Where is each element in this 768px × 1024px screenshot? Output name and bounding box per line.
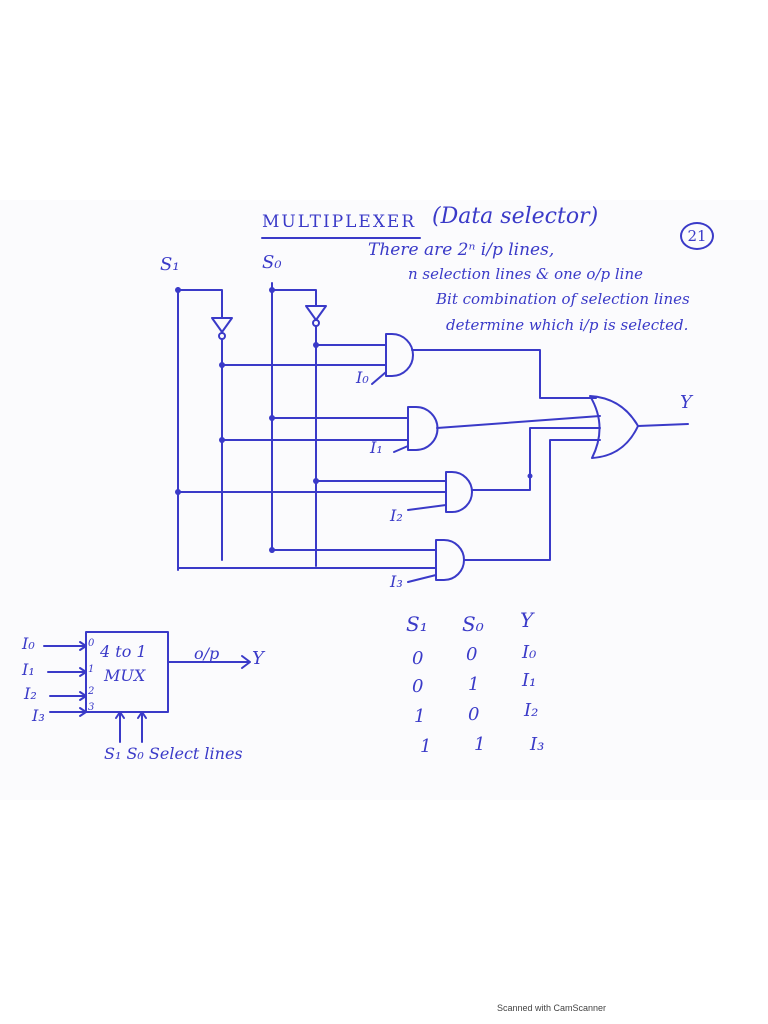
wire-and2-out bbox=[471, 427, 601, 491]
junction-6 bbox=[175, 489, 181, 495]
junction-3 bbox=[269, 415, 275, 421]
mux-block-name: 4 to 1 bbox=[100, 642, 147, 661]
page-title: MULTIPLEXER bbox=[262, 212, 417, 232]
junction-2 bbox=[219, 362, 225, 368]
mux-select-arrow-s0 bbox=[137, 711, 147, 743]
mux-pin-3: 3 bbox=[88, 702, 95, 713]
wire-and0-out bbox=[411, 349, 597, 399]
truth-r2-c1: 0 bbox=[468, 704, 480, 725]
truth-r0-c1: 0 bbox=[466, 644, 478, 665]
page-number: 21 bbox=[680, 222, 714, 250]
wire-and3-i3 bbox=[407, 574, 437, 583]
label-s0: S₀ bbox=[262, 252, 282, 273]
truth-r1-c0: 0 bbox=[412, 676, 424, 697]
label-i0: I₀ bbox=[356, 368, 369, 387]
truth-header-s1: S₁ bbox=[406, 612, 428, 636]
mux-select-arrow-s1 bbox=[115, 711, 125, 743]
wire-s1-branch bbox=[177, 289, 223, 319]
note-line-1: There are 2ⁿ i/p lines, bbox=[368, 240, 555, 260]
mux-output-name: Y bbox=[252, 648, 264, 669]
wire-and2-i2 bbox=[407, 504, 447, 511]
truth-r3-c0: 1 bbox=[420, 736, 432, 757]
and-gate-0 bbox=[385, 333, 414, 377]
truth-r2-c2: I₂ bbox=[524, 700, 539, 721]
junction-1 bbox=[313, 342, 319, 348]
wire-s0-branch bbox=[271, 289, 317, 307]
mux-select-label: S₁ S₀ Select lines bbox=[104, 744, 243, 763]
inverter-s0 bbox=[305, 305, 327, 321]
label-output-y: Y bbox=[680, 392, 692, 413]
label-i1: I₁ bbox=[370, 438, 383, 457]
truth-r1-c2: I₁ bbox=[522, 670, 537, 691]
mux-input-arrow-3 bbox=[49, 707, 87, 717]
mux-pin-0: 0 bbox=[88, 638, 95, 649]
inverter-s1 bbox=[211, 317, 233, 333]
note-line-3: Bit combination of selection lines bbox=[436, 290, 690, 308]
mux-input-arrow-0 bbox=[43, 641, 87, 651]
junction-4 bbox=[219, 437, 225, 443]
mux-label-i2: I₂ bbox=[24, 684, 37, 703]
note-line-2: n selection lines & one o/p line bbox=[408, 265, 644, 283]
mux-block-name2: MUX bbox=[104, 666, 146, 685]
mux-label-i0: I₀ bbox=[22, 634, 35, 653]
truth-r3-c1: 1 bbox=[474, 734, 486, 755]
note-line-4: determine which i/p is selected. bbox=[446, 316, 689, 334]
mux-label-i1: I₁ bbox=[22, 660, 35, 679]
mux-input-arrow-1 bbox=[47, 667, 87, 677]
junction-7 bbox=[269, 547, 275, 553]
and-gate-2 bbox=[445, 471, 473, 513]
mux-output-label: o/p bbox=[194, 644, 220, 663]
and-gate-3 bbox=[435, 539, 465, 581]
junction-s0 bbox=[269, 287, 275, 293]
wire-and3-out bbox=[463, 439, 601, 561]
wire-and1-i1 bbox=[393, 445, 409, 453]
truth-r1-c1: 1 bbox=[468, 674, 480, 695]
truth-header-y: Y bbox=[520, 608, 534, 632]
or-gate bbox=[589, 395, 639, 459]
junction-5 bbox=[313, 478, 319, 484]
and-gate-1 bbox=[407, 406, 439, 451]
wire-and1-out bbox=[436, 415, 601, 429]
label-s1: S₁ bbox=[160, 254, 180, 275]
mux-pin-2: 2 bbox=[88, 686, 95, 697]
paper-sheet bbox=[0, 200, 768, 800]
junction-s1 bbox=[175, 287, 181, 293]
truth-r3-c2: I₃ bbox=[530, 734, 545, 755]
wire-and0-i0 bbox=[371, 371, 387, 385]
truth-header-s0: S₀ bbox=[462, 612, 484, 636]
mux-input-arrow-2 bbox=[49, 691, 87, 701]
mux-pin-1: 1 bbox=[88, 664, 95, 675]
truth-r0-c2: I₀ bbox=[522, 642, 537, 663]
mux-label-i3: I₃ bbox=[32, 706, 45, 725]
truth-r2-c0: 1 bbox=[414, 706, 426, 727]
scanner-footer: Scanned with CamScanner bbox=[497, 1003, 607, 1013]
wire-or-out bbox=[637, 423, 689, 427]
junction-8 bbox=[527, 473, 533, 479]
label-i2: I₂ bbox=[390, 506, 403, 525]
label-i3: I₃ bbox=[390, 572, 403, 591]
page-subtitle: (Data selector) bbox=[432, 204, 599, 229]
mux-output-arrow bbox=[167, 655, 251, 669]
truth-r0-c0: 0 bbox=[412, 648, 424, 669]
